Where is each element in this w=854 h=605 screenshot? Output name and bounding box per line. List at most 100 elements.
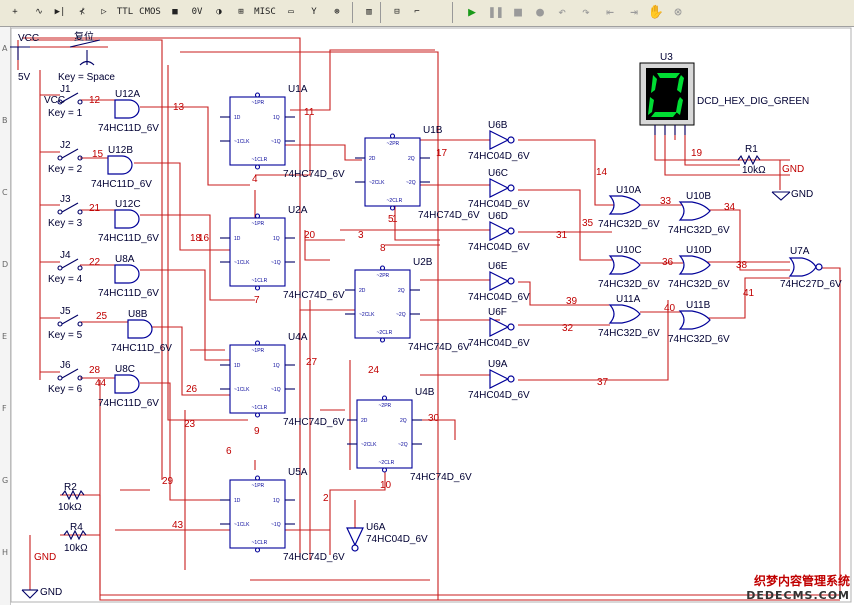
or-gate-ref: U11B: [686, 300, 711, 311]
bus-icon[interactable]: ⌐: [414, 7, 420, 17]
flipflop-ref: U2A: [288, 205, 308, 216]
segment-d: [651, 112, 677, 117]
redo-icon[interactable]: ↷: [582, 4, 590, 20]
connector-icon[interactable]: ▥: [366, 7, 372, 17]
ff-pin-clr: ~1CLR: [252, 278, 268, 284]
ttl-icon[interactable]: TTL: [116, 7, 134, 17]
ff-pin-clk: ~1CLK: [234, 260, 250, 266]
electromech-icon[interactable]: ⊛: [334, 7, 340, 17]
misc-icon[interactable]: MISC: [254, 7, 276, 17]
seven-seg-display[interactable]: U3 DCD_HEX_DIG_GREEN: [639, 52, 809, 135]
ff-pin-d: 2D: [369, 156, 376, 162]
net-label: 2: [323, 493, 329, 504]
monitor-icon[interactable]: ▭: [288, 7, 294, 17]
hierarchy-icon[interactable]: ⊟: [394, 7, 400, 17]
pause-icon[interactable]: ❚❚: [488, 4, 504, 20]
and-gate-ref: U12A: [115, 89, 140, 100]
gnd-r1-label: GND: [782, 164, 804, 175]
digital-misc-icon[interactable]: ■: [172, 7, 178, 17]
r2-value: 10kΩ: [58, 502, 82, 513]
ff-pin-q: 2Q: [398, 288, 405, 294]
net-label: 28: [89, 365, 101, 376]
run-icon[interactable]: ▶: [468, 4, 476, 20]
and-gate-part: 74HC11D_6V: [98, 288, 159, 299]
transistor-icon[interactable]: ⊀: [79, 7, 85, 17]
inverter-part: 74HC04D_6V: [468, 199, 530, 210]
and-gate-group: U12A74HC11D_6VU12B74HC11D_6VU12C74HC11D_…: [91, 89, 172, 409]
back-icon[interactable]: ⇤: [606, 4, 614, 20]
sheet-border: [10, 27, 852, 603]
vcc-source[interactable]: VCC 5V: [10, 33, 39, 83]
diode-icon[interactable]: ▶|: [54, 7, 66, 17]
antenna-icon[interactable]: Y: [311, 7, 317, 17]
and-gate-ref: U12C: [115, 199, 141, 210]
segment-b: [677, 75, 684, 93]
stop-icon[interactable]: ■: [514, 4, 522, 20]
or-gate-u11b[interactable]: U11B 74HC32D_6V: [668, 300, 730, 345]
plus-icon[interactable]: +: [12, 7, 18, 17]
or-gate-part: 74HC32D_6V: [668, 225, 730, 236]
and-gate-ref: U8C: [115, 364, 135, 375]
opamp-icon[interactable]: ▷: [101, 7, 107, 17]
net-label: 19: [691, 148, 703, 159]
nor-gate-u7a[interactable]: U7A 74HC27D_6V: [780, 246, 842, 290]
and-gate-u8c[interactable]: U8C 74HC11D_6V: [98, 364, 159, 409]
sine-wave-icon[interactable]: ∿: [35, 7, 43, 17]
and-gate-part: 74HC11D_6V: [111, 343, 172, 354]
gnd-right: GND: [771, 189, 813, 201]
flipflop-part: 74HC74D_6V: [283, 169, 345, 180]
power-icon[interactable]: ⊞: [238, 7, 244, 17]
resistor-r1[interactable]: R1 10kΩ GND: [737, 144, 804, 176]
undo-icon[interactable]: ↶: [558, 4, 566, 20]
and-gate-u8b[interactable]: U8B 74HC11D_6V: [111, 309, 172, 354]
and-gate-part: 74HC11D_6V: [98, 398, 159, 409]
resistor-r4[interactable]: R4 10kΩ: [63, 522, 88, 554]
net-label: 3: [358, 230, 364, 241]
cmos-icon[interactable]: CMOS: [139, 7, 161, 17]
net-label: 31: [556, 230, 568, 241]
zoom-icon[interactable]: ⊗: [674, 4, 682, 20]
pan-icon[interactable]: ✋: [647, 4, 665, 20]
ff-pin-d: 2D: [361, 418, 368, 424]
indicator-icon[interactable]: ◑: [216, 7, 222, 17]
r2-ref: R2: [64, 482, 77, 493]
and-gate-ref: U8B: [128, 309, 148, 320]
or-gate-part: 74HC32D_6V: [668, 334, 730, 345]
forward-icon[interactable]: ⇥: [630, 4, 638, 20]
reset-switch[interactable]: 复位 Key = Space: [58, 30, 115, 83]
mixed-icon[interactable]: 0V: [191, 7, 203, 17]
inverter-ref: U6D: [488, 211, 508, 222]
resistor-r2[interactable]: R2 10kΩ: [58, 482, 85, 513]
step-icon[interactable]: ●: [536, 4, 544, 20]
